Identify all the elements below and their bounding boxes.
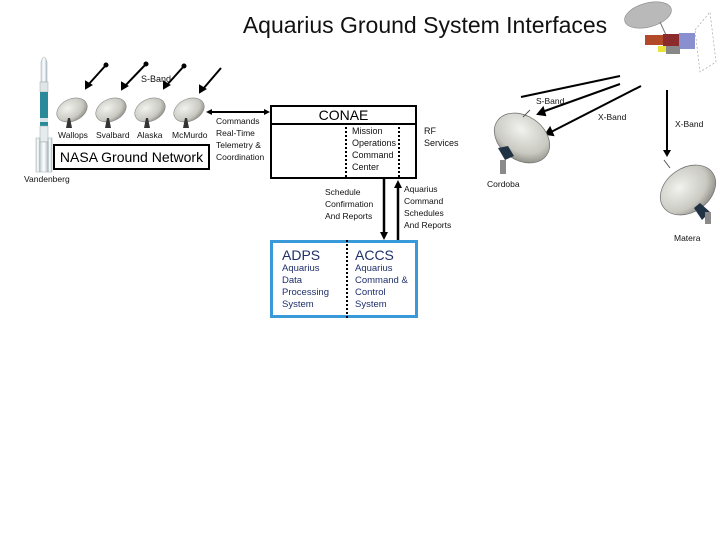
arrow-wallops — [87, 64, 107, 86]
x-band-label-cordoba: X-Band — [598, 112, 627, 122]
nasa-conae-link — [206, 109, 270, 115]
station-label-svalbard: Svalbard — [96, 130, 130, 140]
arrow-alaska — [165, 65, 185, 87]
schedule-flows — [380, 179, 402, 240]
conae-divider-2 — [398, 123, 400, 177]
s-band-arrows — [85, 61, 222, 94]
arrow-mcmurdo — [202, 67, 222, 90]
s-band-label-cordoba: S-Band — [536, 96, 565, 106]
station-label-alaska: Alaska — [137, 130, 163, 140]
satellite-icon — [624, 1, 717, 73]
adps-section: ADPS Aquarius Data Processing System — [282, 247, 329, 310]
dish-icon-cordoba — [493, 109, 551, 174]
matera-link — [663, 90, 671, 157]
s-band-arrow — [541, 83, 621, 113]
link-label-nasa-conae: Commands Real-Time Telemetry & Coordinat… — [216, 116, 265, 162]
flow-label-down: Schedule Confirmation And Reports — [325, 187, 374, 221]
cordoba-links — [520, 75, 642, 137]
nasa-ground-network-box: NASA Ground Network — [53, 144, 210, 170]
dish-icon-alaska — [134, 97, 166, 128]
s-band-label-nasa: S-Band — [141, 74, 172, 84]
adps-abbr: ADPS — [282, 247, 321, 263]
station-label-mcmurdo: McMurdo — [172, 130, 208, 140]
dish-icon-wallops — [56, 97, 88, 128]
aquarius-systems-box: ADPS Aquarius Data Processing System ACC… — [270, 240, 418, 318]
s-band-line-top — [520, 75, 621, 98]
x-band-arrow — [550, 85, 642, 133]
conae-title: CONAE — [272, 107, 415, 125]
station-label-wallops: Wallops — [58, 130, 88, 140]
dish-icon-mcmurdo — [173, 97, 205, 128]
conae-moc-label: Mission Operations Command Center — [352, 126, 397, 172]
aquarius-divider — [346, 240, 348, 318]
conae-divider-1 — [345, 123, 347, 177]
dish-icon-svalbard — [95, 97, 127, 128]
accs-abbr: ACCS — [355, 247, 394, 263]
accs-section: ACCS Aquarius Command & Control System — [355, 247, 408, 310]
conae-box: CONAE Mission Operations Command Center … — [270, 105, 459, 179]
launch-site-label: Vandenberg — [24, 174, 70, 184]
flow-label-up: Aquarius Command Schedules And Reports — [404, 184, 452, 230]
ground-station-label-matera: Matera — [674, 233, 701, 243]
conae-rf-label: RF Services — [424, 126, 459, 148]
arrow-svalbard — [123, 63, 147, 88]
diagram-title: Aquarius Ground System Interfaces — [242, 12, 608, 38]
ground-station-label-cordoba: Cordoba — [487, 179, 520, 189]
x-band-label-matera: X-Band — [675, 119, 704, 129]
dish-icon-matera — [659, 159, 717, 224]
rocket-icon — [35, 56, 53, 173]
